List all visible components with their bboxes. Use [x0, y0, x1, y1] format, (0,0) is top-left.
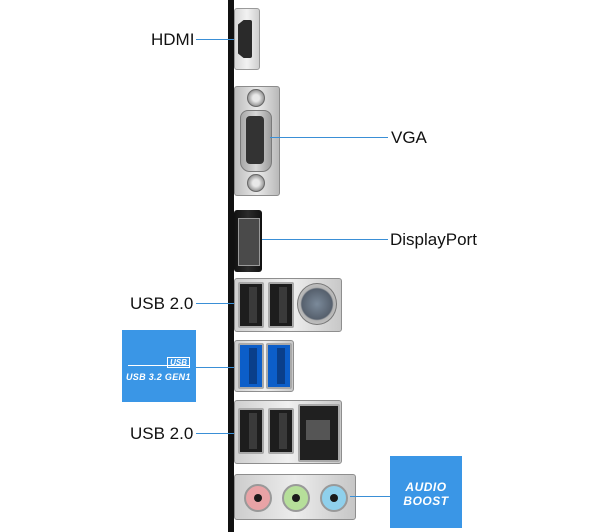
usb-tongue [279, 413, 287, 449]
audio-jack-green [282, 484, 310, 512]
displayport-port [238, 218, 260, 266]
usb3-leader-line [196, 367, 238, 368]
displayport-label: DisplayPort [390, 230, 477, 249]
vga-screw-top [247, 89, 265, 107]
usb2-bottom-label: USB 2.0 [130, 424, 194, 443]
audio-leader-line [350, 496, 390, 497]
io-shield-edge [228, 0, 234, 532]
usb-tongue [249, 348, 257, 384]
vga-leader-line [270, 137, 388, 138]
usb2-top-label: USB 2.0 [130, 294, 194, 313]
usb-tongue [249, 413, 257, 449]
badge-usb-text: USB [167, 357, 190, 368]
badge-usb-gen-text: USB 3.2 GEN1 [126, 372, 191, 382]
ps2-port [297, 283, 337, 325]
badge-underline [128, 365, 190, 366]
displayport-leader-line [262, 239, 388, 240]
audio-jack-pink [244, 484, 272, 512]
usb2-bottom-leader-line [196, 433, 238, 434]
usb32-gen1-badge: USB USB 3.2 GEN1 [122, 330, 196, 402]
vga-label: VGA [391, 128, 427, 147]
hdmi-label: HDMI [151, 30, 195, 49]
vga-pin-field [246, 116, 264, 164]
badge-audio-text: AUDIO [405, 480, 447, 494]
hdmi-port [238, 20, 252, 58]
audio-jack-blue [320, 484, 348, 512]
usb-tongue [279, 287, 287, 323]
usb2-top-leader-line [196, 303, 238, 304]
audio-boost-badge: AUDIO BOOST [390, 456, 462, 528]
badge-boost-text: BOOST [403, 494, 449, 508]
usb-tongue [277, 348, 285, 384]
hdmi-leader-line [196, 39, 238, 40]
vga-screw-bottom [247, 174, 265, 192]
usb-tongue [249, 287, 257, 323]
ethernet-contacts [306, 420, 330, 440]
